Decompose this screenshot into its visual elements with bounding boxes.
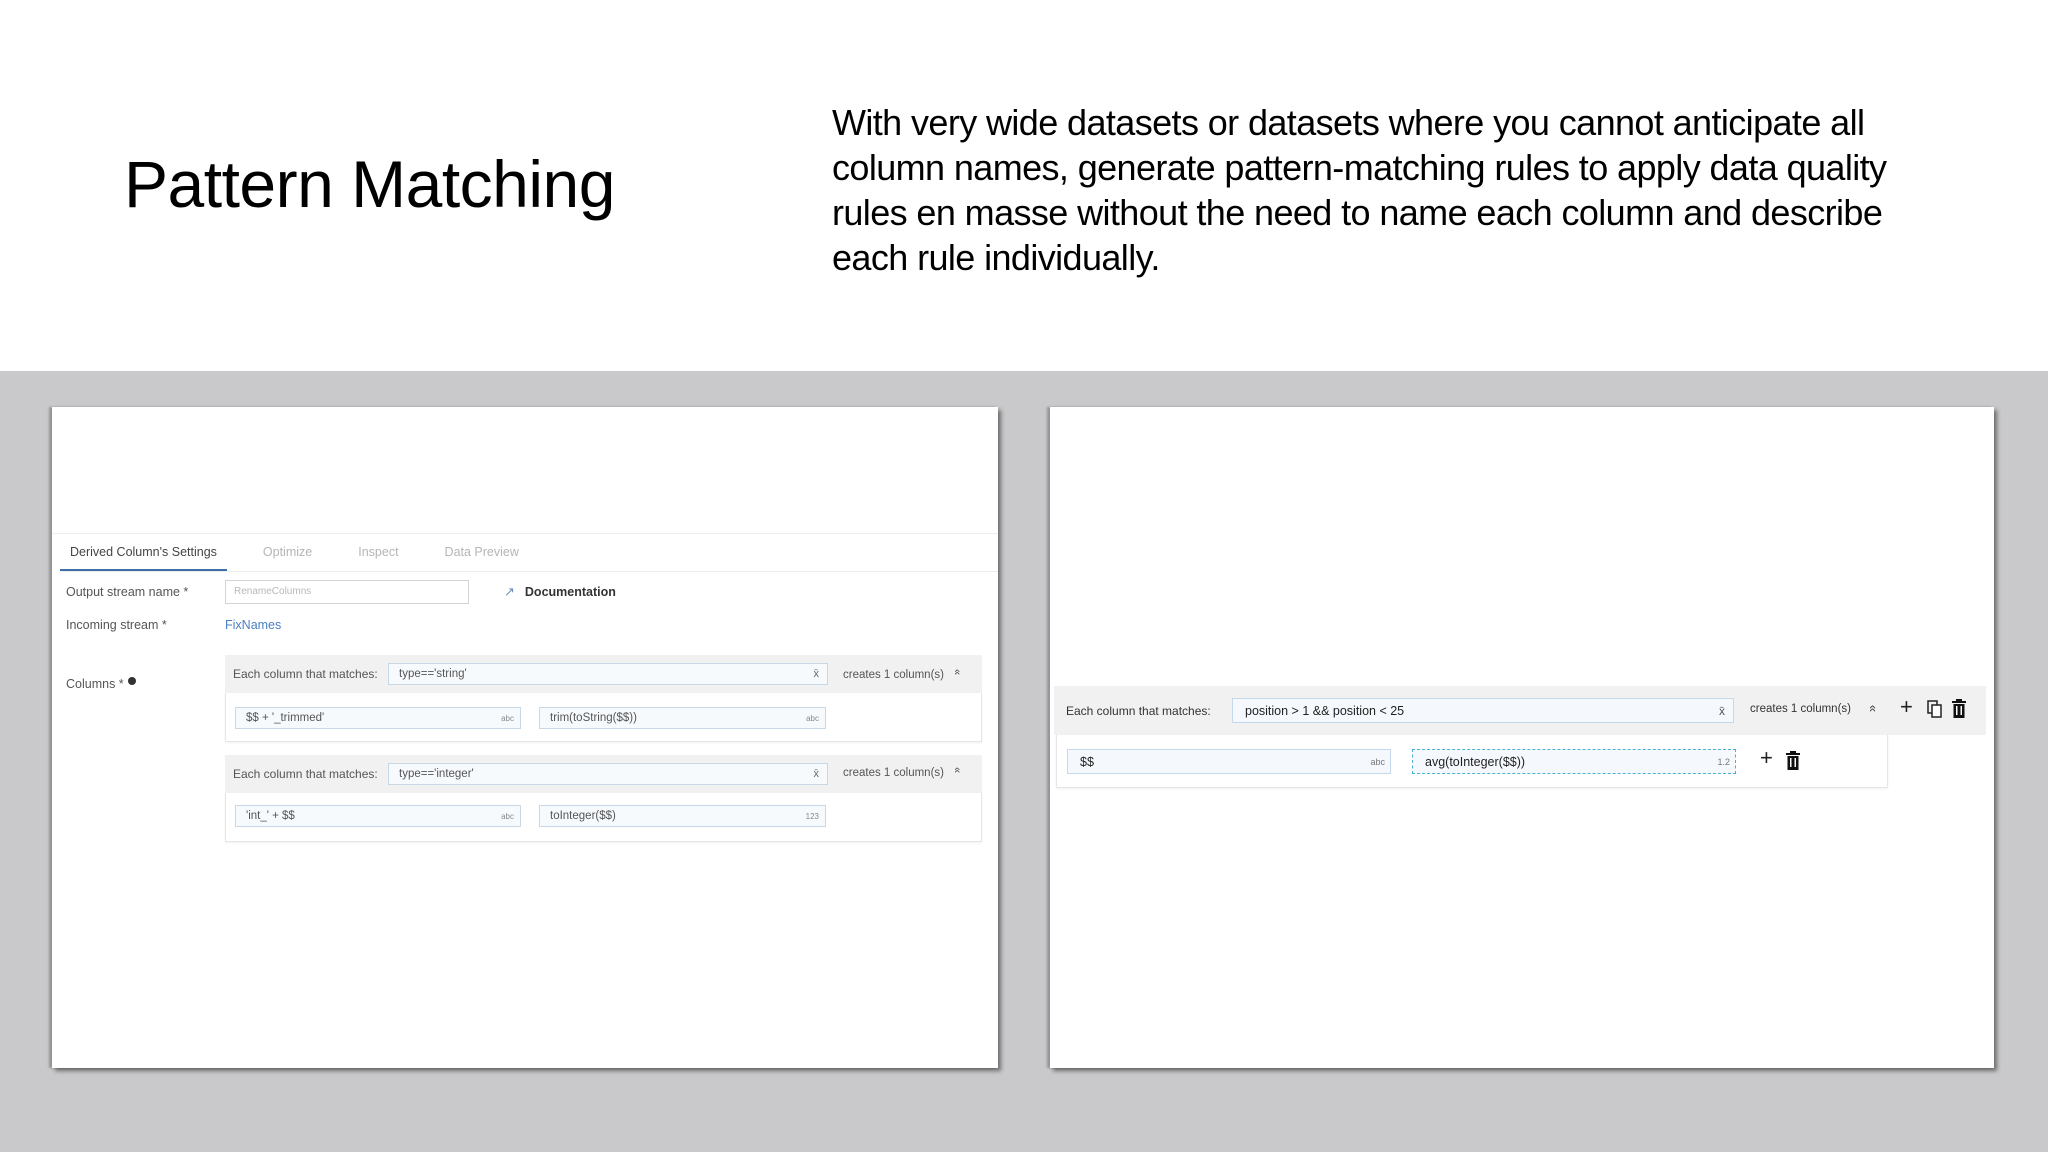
expression-editor-icon[interactable]: x̄ <box>813 768 820 780</box>
type-badge: abc <box>501 713 514 723</box>
match-label: Each column that matches: <box>233 667 378 681</box>
rule-1-value-input[interactable]: trim(toString($$)) abc <box>539 707 826 729</box>
column-value-input[interactable]: avg(toInteger($$)) 1.2 <box>1412 749 1736 774</box>
type-badge: abc <box>501 811 514 821</box>
divider <box>52 533 998 534</box>
add-rule-icon[interactable]: + <box>1900 694 1913 719</box>
collapse-icon[interactable]: « <box>951 668 964 676</box>
slide-title: Pattern Matching <box>124 147 615 221</box>
derived-column-settings-screenshot: Derived Column's Settings Optimize Inspe… <box>52 407 998 1068</box>
documentation-link[interactable]: ↗ Documentation <box>504 584 616 600</box>
incoming-stream-link[interactable]: FixNames <box>225 618 282 632</box>
match-expression: type=='integer' <box>399 768 474 780</box>
type-badge: 123 <box>805 811 819 821</box>
divider <box>60 571 998 572</box>
output-stream-label: Output stream name * <box>66 585 189 599</box>
columns-label: Columns * <box>66 677 136 691</box>
rule-1-name-input[interactable]: $$ + '_trimmed' abc <box>235 707 521 729</box>
rule-2-name-input[interactable]: 'int_' + $$ abc <box>235 805 521 827</box>
external-link-icon: ↗ <box>504 584 515 599</box>
match-label: Each column that matches: <box>1066 703 1211 718</box>
expression-editor-icon[interactable]: x̄ <box>813 668 820 680</box>
creates-count: creates 1 column(s) <box>1750 703 1851 715</box>
value-expression: avg(toInteger($$)) <box>1425 754 1526 769</box>
value-expression: toInteger($$) <box>550 810 616 822</box>
match-expression-input[interactable]: position > 1 && position < 25 x̄ <box>1232 698 1734 723</box>
match-label: Each column that matches: <box>233 767 378 781</box>
incoming-stream-label: Incoming stream * <box>66 618 167 632</box>
slide-description: With very wide datasets or datasets wher… <box>832 102 1887 278</box>
name-expression: $$ + '_trimmed' <box>246 712 325 724</box>
tab-optimize[interactable]: Optimize <box>262 545 313 559</box>
name-expression: $$ <box>1080 754 1094 769</box>
value-expression: trim(toString($$)) <box>550 712 637 724</box>
pattern-rule-screenshot: Each column that matches: position > 1 &… <box>1050 407 1994 1068</box>
output-stream-input[interactable]: RenameColumns <box>225 580 469 604</box>
type-badge: abc <box>1370 756 1385 767</box>
columns-label-text: Columns * <box>66 677 124 691</box>
rule-2-value-input[interactable]: toInteger($$) 123 <box>539 805 826 827</box>
rule-1-match-input[interactable]: type=='string' x̄ <box>388 663 828 685</box>
add-column-icon[interactable]: + <box>1760 745 1773 770</box>
delete-column-icon[interactable] <box>1786 751 1800 770</box>
match-expression: type=='string' <box>399 668 467 680</box>
creates-count: creates 1 column(s) <box>843 669 944 681</box>
tab-bar: Derived Column's Settings Optimize Inspe… <box>60 537 555 571</box>
type-badge: abc <box>806 713 819 723</box>
documentation-label: Documentation <box>524 585 616 599</box>
match-expression: position > 1 && position < 25 <box>1245 703 1405 718</box>
tab-data-preview[interactable]: Data Preview <box>444 545 519 559</box>
collapse-icon[interactable]: « <box>951 766 964 774</box>
delete-rule-icon[interactable] <box>1952 699 1966 718</box>
rule-2-match-input[interactable]: type=='integer' x̄ <box>388 763 828 785</box>
collapse-icon[interactable]: « <box>1866 704 1882 713</box>
name-expression: 'int_' + $$ <box>246 810 295 822</box>
info-icon[interactable] <box>127 677 136 685</box>
tab-inspect[interactable]: Inspect <box>358 545 399 559</box>
type-badge: 1.2 <box>1717 756 1730 767</box>
expression-editor-icon[interactable]: x̄ <box>1719 703 1725 718</box>
column-name-input[interactable]: $$ abc <box>1067 749 1391 774</box>
clone-icon[interactable] <box>1927 700 1943 718</box>
tab-derived-column-settings[interactable]: Derived Column's Settings <box>60 537 227 571</box>
creates-count: creates 1 column(s) <box>843 767 944 779</box>
